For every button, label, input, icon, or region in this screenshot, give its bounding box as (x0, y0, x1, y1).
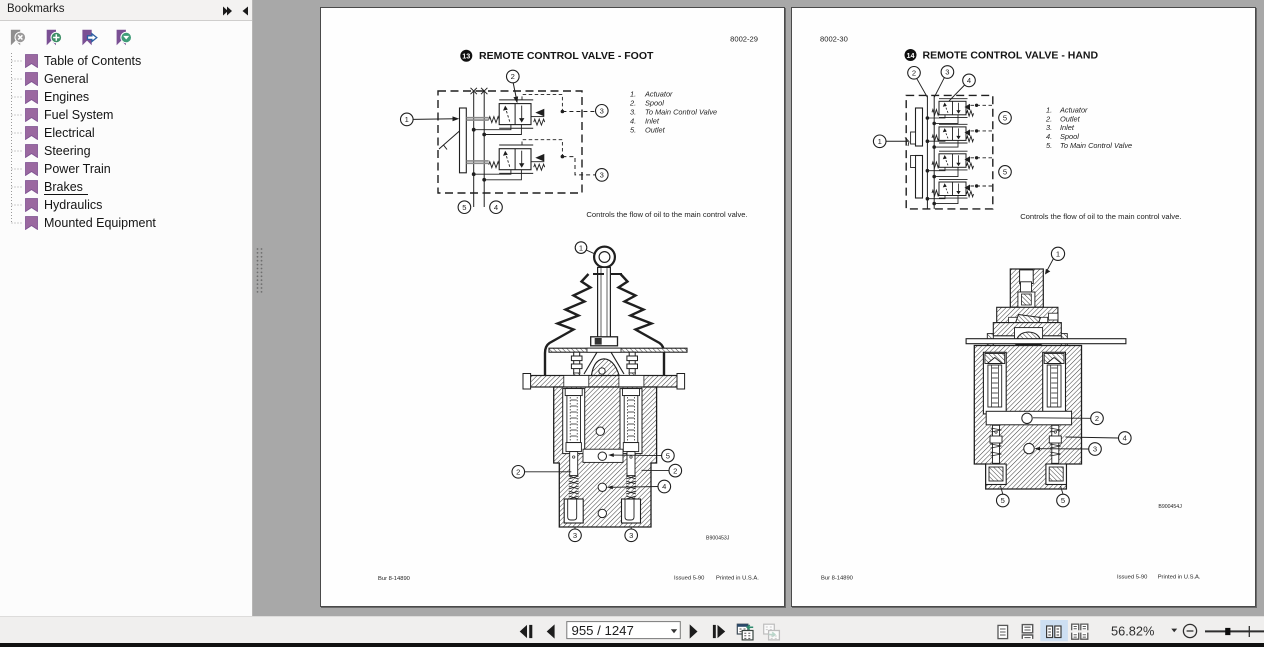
svg-text:3.: 3. (1046, 123, 1052, 132)
svg-text:Controls the flow of oil to th: Controls the flow of oil to the main con… (586, 210, 747, 219)
svg-text:Inlet: Inlet (1060, 123, 1075, 132)
svg-text:5.: 5. (630, 125, 636, 134)
svg-text:Issued 5-90: Issued 5-90 (674, 576, 704, 582)
svg-text:REMOTE CONTROL VALVE - FOOT: REMOTE CONTROL VALVE - FOOT (479, 50, 654, 62)
svg-text:2: 2 (511, 72, 515, 81)
svg-text:Printed in U.S.A.: Printed in U.S.A. (716, 576, 759, 582)
svg-text:Bur 8-14890: Bur 8-14890 (821, 576, 853, 582)
svg-text:5: 5 (666, 451, 670, 460)
svg-text:5: 5 (1003, 168, 1007, 177)
svg-text:5: 5 (1061, 496, 1065, 505)
svg-text:5: 5 (1001, 496, 1005, 505)
svg-text:Controls the flow of oil to th: Controls the flow of oil to the main con… (1020, 212, 1181, 221)
svg-text:B900453J: B900453J (706, 536, 730, 542)
svg-text:5: 5 (462, 203, 466, 212)
svg-text:Printed in U.S.A.: Printed in U.S.A. (1158, 575, 1201, 581)
svg-text:1: 1 (1056, 250, 1060, 259)
svg-text:13: 13 (462, 52, 470, 61)
svg-text:5.: 5. (1046, 141, 1052, 150)
svg-text:3: 3 (600, 171, 604, 180)
svg-text:1: 1 (405, 115, 409, 124)
svg-text:Inlet: Inlet (645, 116, 660, 125)
svg-text:4.: 4. (1046, 132, 1052, 141)
svg-text:4: 4 (494, 203, 498, 212)
svg-text:955 / 1247: 955 / 1247 (572, 623, 634, 638)
svg-text:Actuator: Actuator (1059, 105, 1088, 114)
svg-text:3.: 3. (630, 108, 636, 117)
svg-text:14: 14 (907, 51, 915, 60)
svg-text:2: 2 (1095, 414, 1099, 423)
svg-text:Spool: Spool (645, 99, 664, 108)
svg-text:4: 4 (662, 482, 666, 491)
svg-text:3: 3 (629, 531, 633, 540)
svg-text:1: 1 (878, 137, 882, 146)
svg-text:4.: 4. (630, 116, 636, 125)
svg-text:Outlet: Outlet (1060, 114, 1081, 123)
svg-text:3: 3 (1093, 445, 1097, 454)
svg-text:2: 2 (912, 69, 916, 78)
svg-text:Actuator: Actuator (644, 90, 673, 99)
svg-text:Issued 5-90: Issued 5-90 (1117, 575, 1147, 581)
svg-text:REMOTE CONTROL VALVE - HAND: REMOTE CONTROL VALVE - HAND (923, 50, 1099, 62)
svg-text:Spool: Spool (1060, 132, 1079, 141)
svg-text:5: 5 (1003, 114, 1007, 123)
svg-text:3: 3 (600, 107, 604, 116)
svg-text:3: 3 (573, 531, 577, 540)
svg-text:4: 4 (967, 76, 971, 85)
svg-text:3: 3 (945, 68, 949, 77)
svg-text:2: 2 (673, 466, 677, 475)
svg-text:2: 2 (516, 468, 520, 477)
svg-text:2.: 2. (1045, 114, 1052, 123)
svg-text:8002-29: 8002-29 (730, 35, 758, 44)
svg-text:To Main Control Valve: To Main Control Valve (645, 108, 717, 117)
svg-text:B900454J: B900454J (1158, 504, 1182, 510)
svg-text:Bur 8-14890: Bur 8-14890 (378, 576, 410, 582)
svg-text:1: 1 (579, 243, 583, 252)
svg-text:1.: 1. (1046, 105, 1052, 114)
svg-text:Outlet: Outlet (645, 125, 666, 134)
svg-text:56.82%: 56.82% (1111, 624, 1154, 639)
svg-text:To Main Control Valve: To Main Control Valve (1060, 141, 1132, 150)
svg-text:8002-30: 8002-30 (820, 35, 848, 44)
svg-text:1.: 1. (630, 90, 636, 99)
svg-text:2.: 2. (629, 99, 636, 108)
svg-text:4: 4 (1123, 434, 1127, 443)
